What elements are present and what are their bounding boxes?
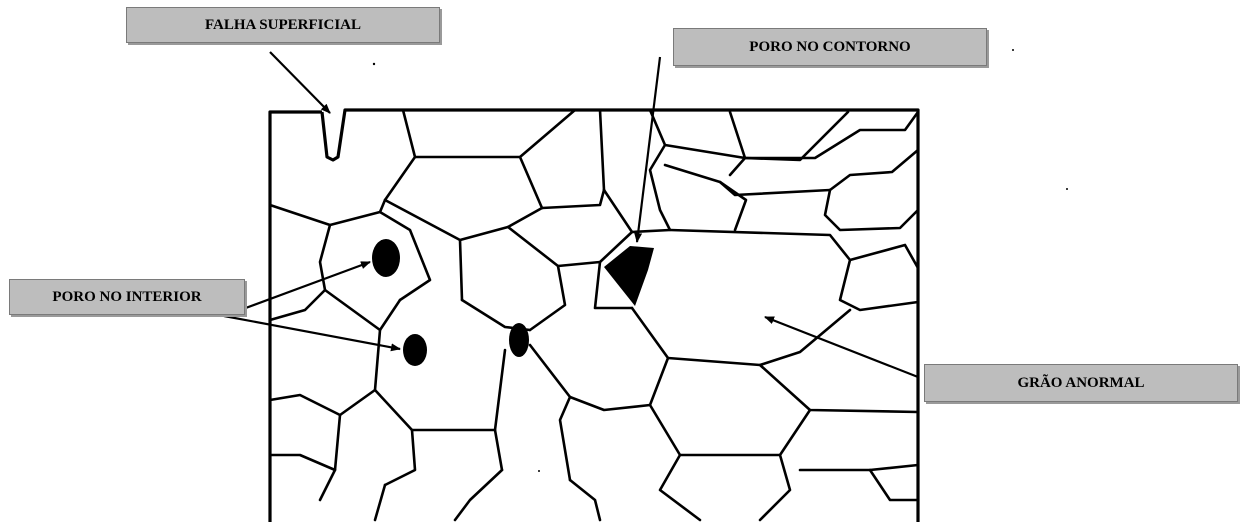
interior-pore-label: PORO NO INTERIOR [9, 279, 245, 315]
interior-pore-arrow-upper [223, 260, 371, 318]
pointer-arrows [223, 51, 919, 379]
interior-pore-lower [403, 334, 427, 366]
specimen-outline [268, 108, 920, 522]
boundary-pore-triangular [604, 246, 654, 306]
boundary-pore-label: PORO NO CONTORNO [673, 28, 987, 66]
abnormal-grain-text: GRÃO ANORMAL [1017, 374, 1145, 391]
boundary-pore-text: PORO NO CONTORNO [749, 38, 911, 55]
interior-pore-arrow-lower [223, 314, 401, 352]
scan-specks [372, 49, 1068, 472]
interior-pore-text: PORO NO INTERIOR [52, 288, 202, 305]
abnormal-grain-arrow [764, 315, 919, 379]
surface-flaw-label: FALHA SUPERFICIAL [126, 7, 440, 43]
boundary-pore-small [509, 323, 529, 357]
grain-boundaries [268, 108, 920, 522]
abnormal-grain-label: GRÃO ANORMAL [924, 364, 1238, 402]
interior-pore-upper [372, 239, 400, 277]
boundary-pore-arrow [634, 56, 662, 243]
surface-flaw-text: FALHA SUPERFICIAL [205, 16, 361, 33]
surface-flaw-arrow [269, 51, 331, 114]
